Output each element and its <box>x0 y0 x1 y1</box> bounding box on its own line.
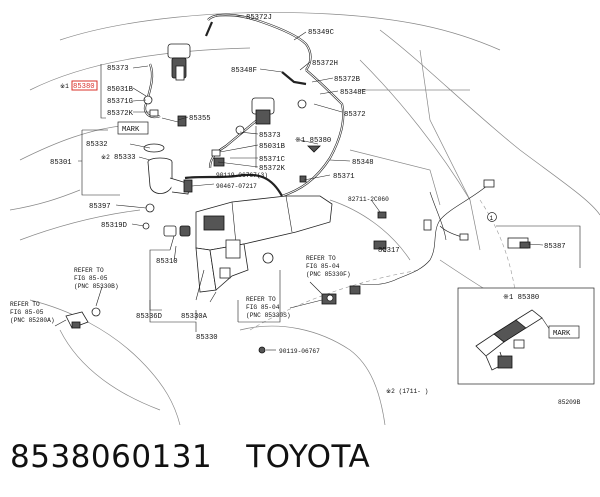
washer-reservoir-tank <box>195 195 333 293</box>
part-label: 85031B <box>107 86 134 94</box>
part-label: ※1 85380 <box>295 137 331 145</box>
part-label: 82711-2C060 <box>348 196 389 203</box>
part-label: 85397 <box>89 203 111 211</box>
mark-box <box>117 121 149 135</box>
inset-mark-box <box>548 325 580 339</box>
vehicle-body-outline <box>9 12 600 425</box>
washer-nozzle-assembly <box>143 43 191 127</box>
part-label: 85301 <box>50 159 72 167</box>
part-label: 85319D <box>101 222 127 230</box>
highlight-box <box>71 80 98 91</box>
reference-circle-number: 1 <box>490 215 494 222</box>
part-label: 85330 <box>196 334 218 342</box>
harness-clip <box>459 233 469 241</box>
part-label: 90119-06767(3) <box>216 172 268 179</box>
part-label: 85371C <box>259 156 286 164</box>
part-label: 85355 <box>189 115 211 123</box>
part-label: 85348F <box>231 67 257 75</box>
filler-neck <box>143 143 193 195</box>
refer-to-note: REFER TO <box>10 301 40 308</box>
part-label: 85387 <box>544 243 566 251</box>
part-label: 85031B <box>259 143 286 151</box>
figure-number: 85209B <box>558 399 581 406</box>
refer-to-note: (PNC 85330F) <box>306 271 351 278</box>
part-label: 85333 <box>114 154 136 162</box>
part-label: 85317 <box>378 247 400 255</box>
washer-hose-network <box>143 13 345 198</box>
refer-to-note: FIG 85-05 <box>10 309 44 316</box>
part-label: 85372J <box>246 14 272 22</box>
part-label: 85332 <box>86 141 108 149</box>
note-mark: ※2 <box>101 154 110 161</box>
leader-lines <box>54 15 581 351</box>
part-label: 85348 <box>352 159 374 167</box>
part-label: 85372 <box>344 111 366 119</box>
part-label: 85372H <box>312 60 338 68</box>
part-label: 90467-07217 <box>216 183 257 190</box>
part-label: 90119-06767 <box>279 348 320 355</box>
part-label: 85310 <box>156 258 178 266</box>
refer-to-note: REFER TO <box>74 267 104 274</box>
part-number: 8538060131 <box>10 439 213 475</box>
part-label: 85336D <box>136 313 162 321</box>
inset-title: ※1 85380 <box>503 294 539 302</box>
part-label: 85371 <box>333 173 355 181</box>
callout-labels: 85372J 85349C 85348F 85372H 85372B 85348… <box>10 14 581 406</box>
harness-clip <box>423 219 432 231</box>
part-label: 85373 <box>107 65 129 73</box>
harness-clip <box>483 179 495 188</box>
part-label: 85372K <box>259 165 286 173</box>
washer-nozzle-assembly-2 <box>211 97 275 167</box>
part-label: 85373 <box>259 132 281 140</box>
reference-circle <box>487 212 497 222</box>
refer-to-note: REFER TO <box>246 296 276 303</box>
refer-to-note: FIG 85-04 <box>246 304 280 311</box>
inset-mark-label: MARK <box>553 330 571 338</box>
wiring-harness <box>349 179 495 295</box>
part-label: 85371G <box>107 98 133 106</box>
part-label: 85330A <box>181 313 208 321</box>
part-label: 85372K <box>107 110 134 118</box>
small-parts <box>65 99 531 354</box>
refer-to-note: (PNC 85330B) <box>74 283 119 290</box>
harness-connector <box>373 240 387 250</box>
harness-connector <box>349 285 361 295</box>
inset-detail-box: ※1 85380 MARK <box>457 287 595 385</box>
refer-to-note: FIG 85-04 <box>306 263 340 270</box>
refer-to-note: (PNC 85280A) <box>10 317 55 324</box>
part-label: 85372B <box>334 76 361 84</box>
refer-to-note: (PNC 85330S) <box>246 312 291 319</box>
part-label: 85349C <box>308 29 335 37</box>
refer-to-note: FIG 85-05 <box>74 275 108 282</box>
mark-label: MARK <box>122 126 140 134</box>
footnote: ※2 (1711- ) <box>386 388 428 395</box>
brand-name: TOYOTA <box>246 439 371 475</box>
inset-nozzle-drawing <box>475 309 551 371</box>
refer-to-note: REFER TO <box>306 255 336 262</box>
part-label: 85348E <box>340 89 366 97</box>
parts-diagram: 85372J 85349C 85348F 85372H 85372B 85348… <box>9 12 600 425</box>
highlighted-part-label: 85380 <box>73 83 95 91</box>
note-mark: ※1 <box>60 83 69 90</box>
part-footer: 8538060131 TOYOTA <box>10 432 590 482</box>
